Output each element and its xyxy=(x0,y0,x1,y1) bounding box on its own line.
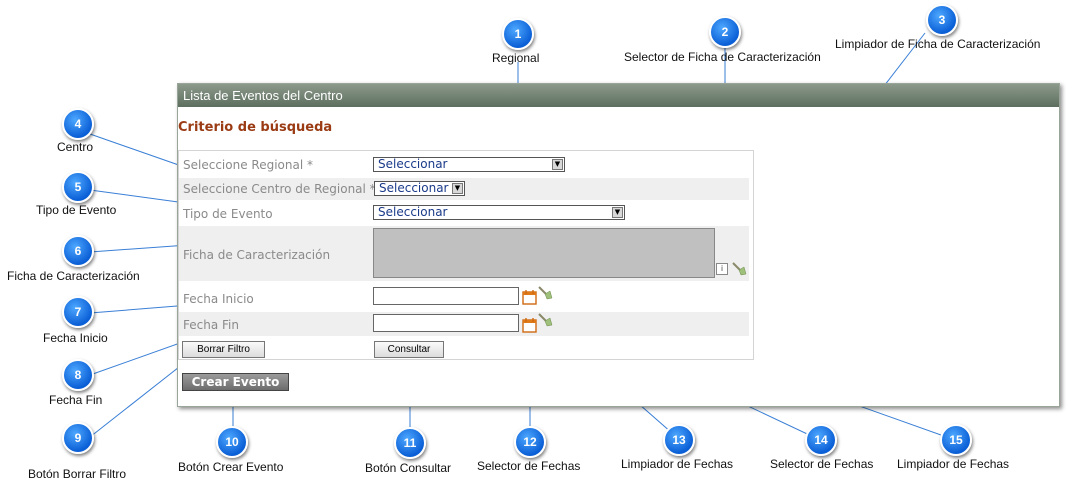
callout-caption-11: Botón Consultar xyxy=(365,461,452,475)
fecha-fin-label: Fecha Fin xyxy=(183,318,239,332)
criteria-title: Criterio de búsqueda xyxy=(178,120,333,135)
regional-label: Seleccione Regional * xyxy=(183,158,313,172)
fecha-fin-input[interactable] xyxy=(373,314,519,332)
callout-badge-8: 8 xyxy=(62,359,94,391)
fecha-inicio-clear-broom-icon[interactable] xyxy=(537,286,553,300)
callout-badge-14: 14 xyxy=(805,424,837,456)
tipo-evento-select[interactable]: Seleccionar ▼ xyxy=(373,205,625,220)
regional-select-value: Seleccionar xyxy=(378,157,448,171)
callout-badge-13: 13 xyxy=(663,424,695,456)
callout-badge-1: 1 xyxy=(502,18,534,50)
ficha-label: Ficha de Caracterización xyxy=(183,248,331,262)
callout-badge-2: 2 xyxy=(709,16,741,48)
consultar-button[interactable]: Consultar xyxy=(374,341,444,358)
centro-select-value: Seleccionar xyxy=(379,181,449,195)
callout-caption-9: Botón Borrar Filtro xyxy=(28,467,127,481)
ficha-clear-broom-icon[interactable] xyxy=(731,262,747,276)
callout-badge-4: 4 xyxy=(62,108,94,140)
tipo-evento-label: Tipo de Evento xyxy=(183,207,273,221)
callout-badge-7: 7 xyxy=(62,296,94,328)
calendar-icon[interactable] xyxy=(522,318,537,333)
callout-badge-9: 9 xyxy=(62,422,94,454)
panel-title: Lista de Eventos del Centro xyxy=(178,84,1059,107)
crear-evento-button[interactable]: Crear Evento xyxy=(182,373,289,391)
callout-badge-12: 12 xyxy=(514,426,546,458)
callout-caption-8: Fecha Fin xyxy=(49,393,103,407)
ficha-selector-icon[interactable]: i xyxy=(716,263,728,275)
callout-caption-7: Fecha Inicio xyxy=(43,331,108,345)
fecha-inicio-label: Fecha Inicio xyxy=(183,292,254,306)
borrar-filtro-button[interactable]: Borrar Filtro xyxy=(182,341,265,358)
callout-badge-10: 10 xyxy=(216,426,248,458)
callout-caption-12: Selector de Fechas xyxy=(477,459,581,473)
callout-caption-15: Limpiador de Fechas xyxy=(897,457,1010,471)
callout-badge-6: 6 xyxy=(62,235,94,267)
callout-badge-3: 3 xyxy=(926,4,958,36)
callout-caption-10: Botón Crear Evento xyxy=(178,460,284,474)
callout-caption-14: Selector de Fechas xyxy=(770,457,874,471)
chevron-down-icon[interactable]: ▼ xyxy=(612,207,623,218)
callout-caption-4: Centro xyxy=(57,140,94,154)
fecha-fin-clear-broom-icon[interactable] xyxy=(537,313,553,327)
chevron-down-icon[interactable]: ▼ xyxy=(552,159,563,170)
callout-caption-3: Limpiador de Ficha de Caracterización xyxy=(835,37,1041,51)
callout-caption-13: Limpiador de Fechas xyxy=(621,457,734,471)
chevron-down-icon[interactable]: ▼ xyxy=(452,183,463,194)
search-form xyxy=(178,150,754,360)
callout-badge-11: 11 xyxy=(394,427,426,459)
fecha-inicio-input[interactable] xyxy=(373,287,519,305)
callout-caption-5: Tipo de Evento xyxy=(36,203,117,217)
centro-select[interactable]: Seleccionar ▼ xyxy=(374,181,465,196)
ficha-textarea[interactable] xyxy=(373,228,715,278)
calendar-icon[interactable] xyxy=(522,290,537,305)
tipo-evento-select-value: Seleccionar xyxy=(378,205,448,219)
centro-label: Seleccione Centro de Regional * xyxy=(183,182,376,196)
callout-caption-6: Ficha de Caracterización xyxy=(7,269,140,283)
callout-caption-1: Regional xyxy=(492,51,540,65)
callout-badge-5: 5 xyxy=(62,171,94,203)
callout-badge-15: 15 xyxy=(940,424,972,456)
regional-select[interactable]: Seleccionar ▼ xyxy=(373,157,565,172)
callout-caption-2: Selector de Ficha de Caracterización xyxy=(624,50,821,64)
